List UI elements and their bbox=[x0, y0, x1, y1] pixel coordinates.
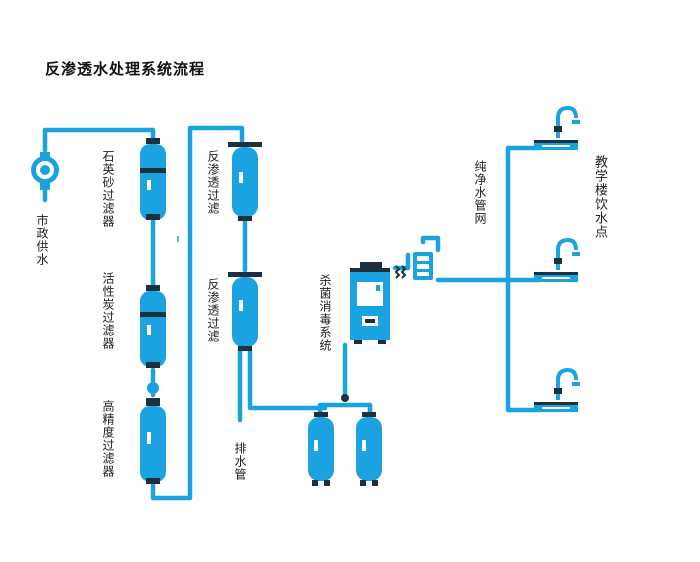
faucet-icon bbox=[534, 105, 580, 150]
filter-tank-icon bbox=[140, 138, 166, 220]
label-quartz-filter: 石英砂过滤器 bbox=[101, 150, 115, 228]
pipe-precision-to-ro bbox=[150, 125, 245, 501]
label-city-supply: 市政供水 bbox=[35, 214, 49, 266]
ro-membrane-icon bbox=[228, 142, 262, 221]
pipe-tank-manifold bbox=[317, 402, 373, 418]
label-drinking-points: 教学楼饮水点 bbox=[592, 155, 607, 239]
filter-tank-icon bbox=[140, 398, 166, 484]
pipe-network bbox=[435, 145, 543, 413]
label-ro-filter-1: 反渗透过滤 bbox=[206, 150, 220, 215]
storage-tank-icon bbox=[356, 412, 382, 486]
page-title: 反渗透水处理系统流程 bbox=[45, 60, 206, 78]
controller-icon bbox=[413, 252, 433, 280]
faucet-icon bbox=[534, 237, 580, 282]
valve-icon bbox=[147, 382, 159, 394]
label-ro-filter-2: 反渗透过滤 bbox=[206, 278, 220, 343]
label-pure-water-network: 纯净水管网 bbox=[473, 160, 487, 225]
label-precision-filter: 高精度过滤器 bbox=[101, 400, 115, 478]
pipe-supply bbox=[42, 127, 156, 153]
water-meter-icon bbox=[31, 152, 59, 203]
ro-membrane-icon bbox=[228, 272, 262, 351]
junction-icon bbox=[341, 394, 349, 402]
pipe-ro2-out bbox=[247, 347, 328, 411]
filter-tank-icon bbox=[140, 285, 166, 368]
sterilizer-icon bbox=[350, 262, 390, 344]
label-sterilize: 杀菌消毒系统 bbox=[318, 274, 332, 352]
storage-tank-icon bbox=[308, 412, 334, 486]
label-drain-pipe: 排水管 bbox=[233, 442, 247, 481]
wave-icon bbox=[394, 265, 407, 279]
pipe-controller-in bbox=[420, 235, 441, 253]
faucet-icon bbox=[534, 367, 580, 412]
label-carbon-filter: 活性炭过滤器 bbox=[101, 272, 115, 350]
